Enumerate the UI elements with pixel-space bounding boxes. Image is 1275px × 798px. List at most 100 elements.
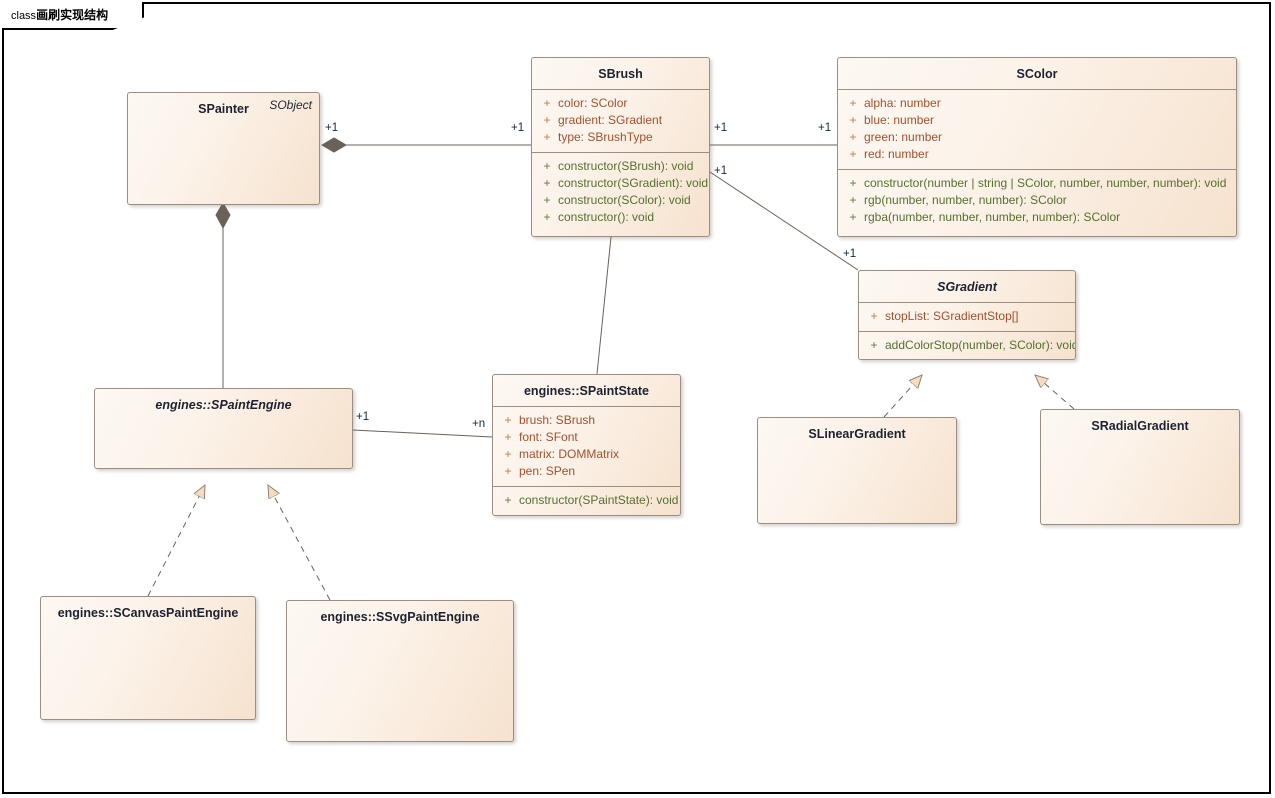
attribute-text: color: SColor	[558, 96, 628, 110]
visibility-marker: +	[504, 493, 512, 507]
multiplicity-painter-brush-target: +1	[511, 122, 525, 134]
multiplicity-engine-state-target: +n	[472, 418, 486, 430]
class-name-spaintengine: engines::SPaintEngine	[155, 398, 292, 412]
class-box-spainter[interactable]: SObject SPainter	[127, 92, 320, 205]
attribute-row: +gradient: SGradient	[532, 112, 709, 129]
class-title-slineargradient: SLinearGradient	[758, 418, 956, 449]
attribute-row: +font: SFont	[493, 429, 680, 446]
visibility-marker: +	[849, 113, 857, 127]
attributes-compartment-spaintstate: + brush: SBrush +font: SFont + matrix: DOM…	[493, 406, 680, 486]
class-stereotype-spainter: SObject	[269, 98, 312, 112]
attribute-row: +blue: number	[838, 112, 1236, 129]
attribute-text: matrix: DOMMatrix	[519, 447, 619, 461]
frame-tab-label: class画刷实现结构	[11, 6, 108, 23]
multiplicity-brush-color-source: +1	[714, 122, 728, 134]
attribute-row: + type: SBrushType	[532, 129, 709, 146]
attribute-text: alpha: number	[864, 96, 941, 110]
visibility-marker: +	[849, 210, 857, 224]
class-title-spaintstate: engines::SPaintState	[493, 375, 680, 406]
attribute-row: +alpha: number	[838, 95, 1236, 112]
visibility-marker: +	[543, 96, 551, 110]
visibility-marker: +	[504, 413, 512, 427]
class-title-sradialgradient: SRadialGradient	[1041, 410, 1239, 441]
class-name-sradialgradient: SRadialGradient	[1091, 419, 1189, 433]
attribute-text: gradient: SGradient	[558, 113, 663, 127]
class-box-sgradient[interactable]: SGradient +stopList: SGradientStop[] +ad…	[858, 270, 1076, 360]
class-box-spaintengine[interactable]: engines::SPaintEngine	[94, 388, 353, 469]
class-box-scolor[interactable]: SColor +alpha: number +blue: number +gre…	[837, 57, 1237, 237]
class-title-scolor: SColor	[838, 58, 1236, 89]
operation-row: +rgba(number, number, number, number): S…	[838, 209, 1236, 226]
visibility-marker: +	[870, 338, 878, 352]
visibility-marker: +	[543, 193, 551, 207]
attribute-row: + color: SColor	[532, 95, 709, 112]
attribute-text: type: SBrushType	[558, 130, 653, 144]
operation-row: + constructor(SGradient): void	[532, 175, 709, 192]
class-name-scolor: SColor	[1016, 67, 1058, 81]
attribute-row: + matrix: DOMMatrix	[493, 446, 680, 463]
class-name-spaintstate: engines::SPaintState	[523, 384, 650, 398]
visibility-marker: +	[543, 210, 551, 224]
operation-row: +constructor(): void	[532, 209, 709, 226]
class-box-sbrush[interactable]: SBrush +color: SColor +gradient: SGradie…	[531, 57, 710, 237]
visibility-marker: +	[870, 309, 878, 323]
class-box-scanvaspaintengine[interactable]: engines::SCanvasPaintEngine	[40, 596, 256, 720]
visibility-marker: +	[849, 193, 857, 207]
attribute-row: +pen: SPen	[493, 463, 680, 480]
class-box-ssvgpaintengine[interactable]: engines::SSvgPaintEngine	[286, 600, 514, 742]
multiplicity-engine-state-source: +1	[356, 411, 370, 423]
attribute-row: +red: number	[838, 146, 1236, 163]
class-box-spaintstate[interactable]: engines::SPaintState +brush: SBrush +fon…	[492, 374, 681, 516]
operation-row: + constructor(SPaintState): void	[493, 492, 680, 509]
class-title-sbrush: SBrush	[532, 58, 709, 89]
attributes-compartment-sbrush: + color: SColor +gradient: SGradient + typ…	[532, 89, 709, 152]
class-name-sgradient: SGradient	[937, 280, 997, 294]
operation-text: constructor(SPaintState): void	[519, 493, 679, 507]
attribute-text: pen: SPen	[519, 464, 576, 478]
visibility-marker: +	[543, 176, 551, 190]
operations-compartment-spaintstate: + constructor(SPaintState): void	[493, 486, 680, 515]
attribute-row: + green: number	[838, 129, 1236, 146]
visibility-marker: +	[543, 130, 551, 144]
operations-compartment-scolor: + constructor(number | string | SColor, n…	[838, 169, 1236, 232]
class-title-spaintengine: engines::SPaintEngine	[95, 389, 352, 420]
operation-text: constructor(SColor): void	[558, 193, 691, 207]
operation-text: addColorStop(number, SColor): void	[885, 338, 1076, 352]
operations-compartment-sgradient: + addColorStop(number, SColor): void	[859, 331, 1075, 359]
operation-row: + rgb(number, number, number): SColor	[838, 192, 1236, 209]
attribute-text: green: number	[864, 130, 943, 144]
operation-text: constructor(number | string | SColor, nu…	[864, 176, 1227, 190]
class-name-sbrush: SBrush	[598, 67, 643, 81]
multiplicity-brush-gradient-target: +1	[843, 248, 857, 260]
attributes-compartment-scolor: +alpha: number +blue: number +green: num…	[838, 89, 1236, 169]
operation-row: + constructor(SColor): void	[532, 192, 709, 209]
class-name-ssvgpaintengine: engines::SSvgPaintEngine	[320, 610, 480, 624]
operation-text: rgb(number, number, number): SColor	[864, 193, 1067, 207]
operation-text: constructor(SBrush): void	[558, 159, 694, 173]
operation-row: + constructor(SBrush): void	[532, 158, 709, 175]
operation-row: + addColorStop(number, SColor): void	[859, 337, 1075, 354]
class-title-ssvgpaintengine: engines::SSvgPaintEngine	[287, 601, 513, 632]
attribute-text: font: SFont	[519, 430, 578, 444]
visibility-marker: +	[543, 159, 551, 173]
operation-text: constructor(SGradient): void	[558, 176, 709, 190]
visibility-marker: +	[849, 147, 857, 161]
frame-tab-shape	[2, 2, 144, 30]
class-title-spainter: SObject SPainter	[128, 93, 319, 124]
multiplicity-painter-brush-source: +1	[325, 122, 339, 134]
class-box-sradialgradient[interactable]: SRadialGradient	[1040, 409, 1240, 525]
operations-compartment-sbrush: +constructor(SBrush): void +constructor(…	[532, 152, 709, 232]
class-box-slineargradient[interactable]: SLinearGradient	[757, 417, 957, 524]
visibility-marker: +	[504, 447, 512, 461]
frame-keyword: class	[11, 10, 37, 22]
diagram-frame-tab: class画刷实现结构	[2, 2, 144, 30]
multiplicity-brush-gradient-source: +1	[714, 165, 728, 177]
attribute-row: + brush: SBrush	[493, 412, 680, 429]
class-title-sgradient: SGradient	[859, 271, 1075, 302]
frame-name: 画刷实现结构	[36, 8, 109, 22]
class-name-scanvaspaintengine: engines::SCanvasPaintEngine	[57, 606, 239, 620]
visibility-marker: +	[849, 130, 857, 144]
attribute-text: brush: SBrush	[519, 413, 596, 427]
